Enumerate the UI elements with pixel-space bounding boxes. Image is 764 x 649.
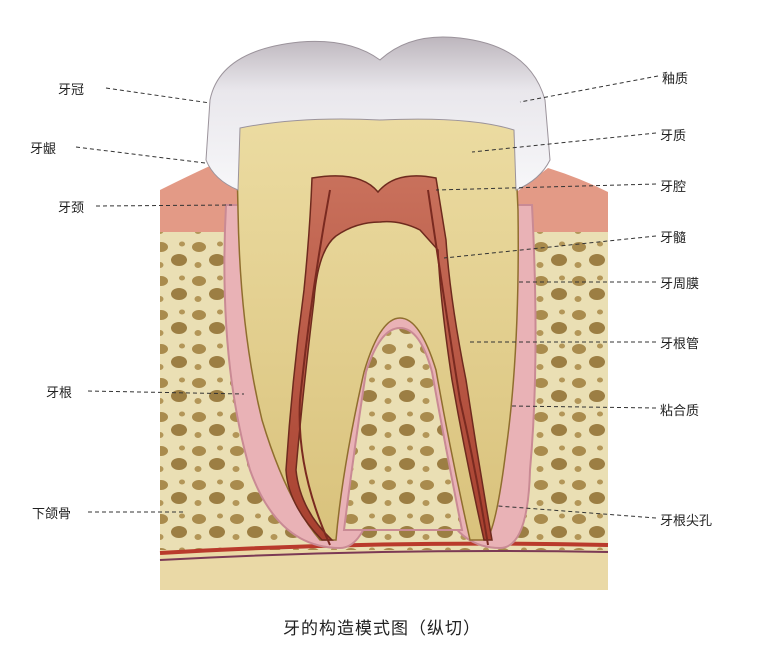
label-pulp: 牙髓 — [660, 231, 687, 246]
figure-caption: 牙的构造模式图（纵切） — [283, 619, 481, 639]
label-root: 牙根 — [46, 386, 73, 401]
label-pulp-cavity: 牙腔 — [660, 180, 687, 195]
label-gingiva: 牙龈 — [30, 142, 57, 157]
label-periodontal-membrane: 牙周膜 — [660, 277, 700, 292]
root-canal-vessel-right — [427, 189, 489, 546]
leader-lines — [75, 75, 659, 519]
label-neck: 牙颈 — [58, 201, 85, 216]
label-enamel: 釉质 — [662, 72, 689, 87]
interradicular-bone — [342, 326, 464, 531]
label-dentin: 牙质 — [660, 129, 687, 144]
label-root-canal: 牙根管 — [660, 337, 700, 352]
label-crown: 牙冠 — [58, 83, 85, 98]
label-cementum: 粘合质 — [660, 404, 700, 419]
label-mandible: 下颌骨 — [32, 507, 72, 522]
root-canal-vessel-left — [298, 189, 331, 546]
label-apical-foramen: 牙根尖孔 — [660, 514, 713, 529]
mandibular-canal-vessel-2 — [159, 550, 609, 561]
pulp-cavity — [285, 175, 493, 541]
enamel — [205, 36, 551, 191]
mandibular-canal-vessel — [159, 541, 609, 555]
